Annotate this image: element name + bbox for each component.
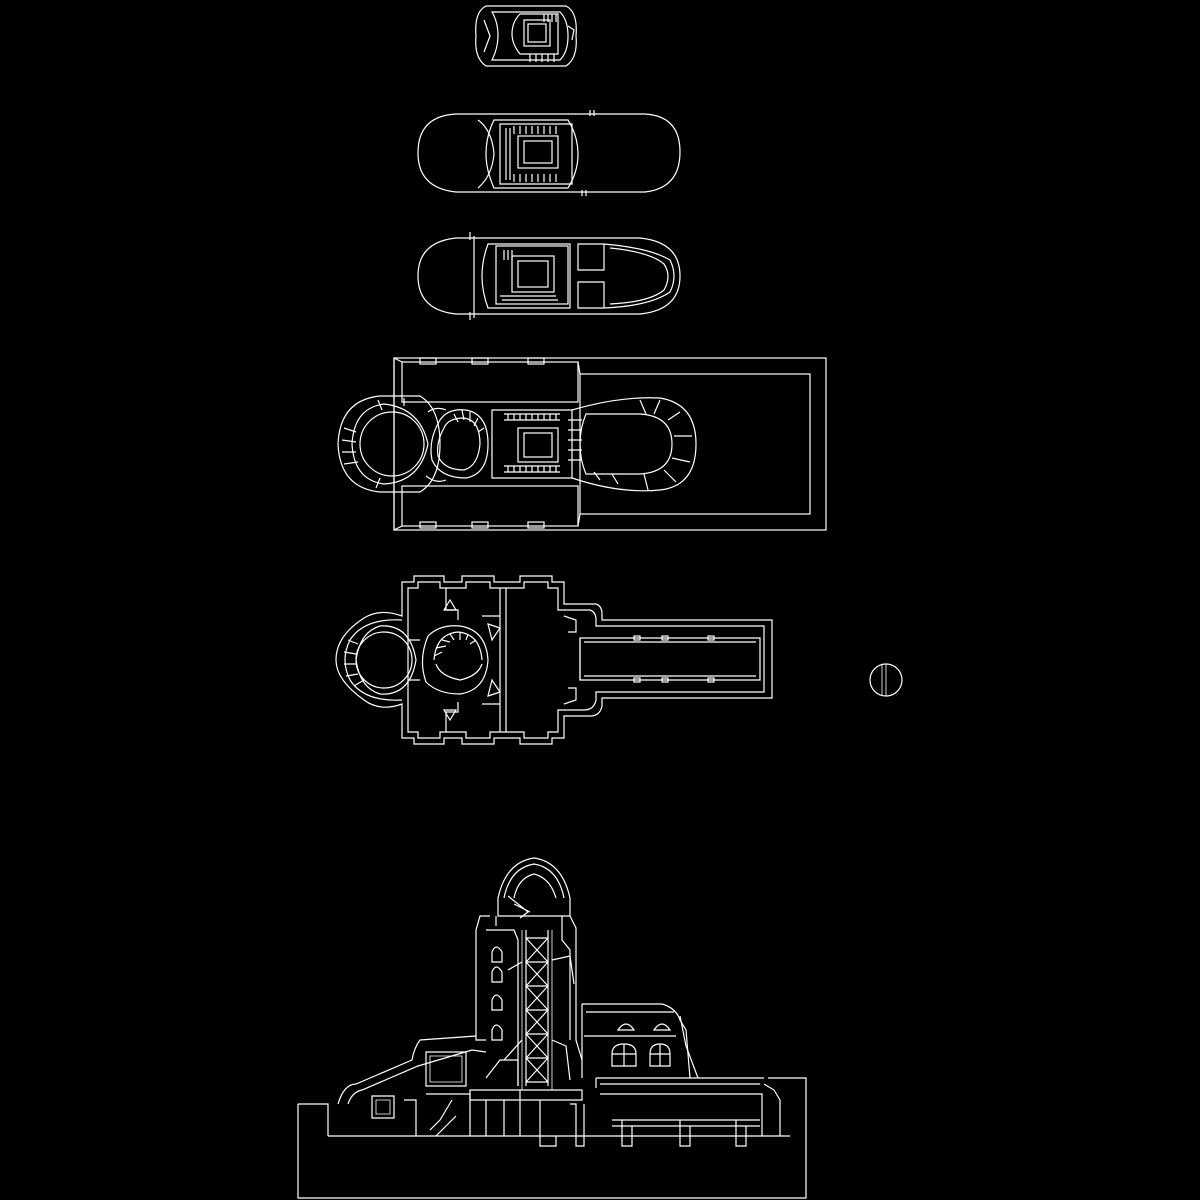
plan-middle-level bbox=[417, 232, 681, 320]
plan-roof-terrace-level bbox=[337, 357, 827, 531]
plan-basement-level bbox=[335, 575, 773, 745]
plan-dome-level bbox=[475, 5, 577, 67]
north-arrow bbox=[869, 663, 903, 697]
section-elevation bbox=[297, 857, 807, 1199]
drawing-lines bbox=[297, 5, 903, 1199]
plan-upper-level bbox=[417, 110, 681, 196]
